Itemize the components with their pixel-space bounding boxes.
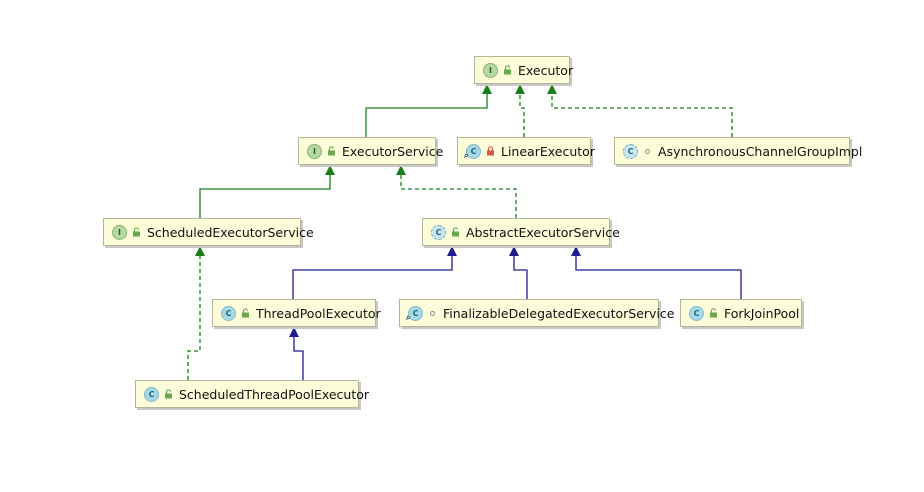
package-dot-icon bbox=[645, 149, 650, 154]
node-linear-executor[interactable]: C⌕ LinearExecutor bbox=[457, 137, 595, 165]
node-label: ThreadPoolExecutor bbox=[256, 305, 381, 321]
node-label: Executor bbox=[518, 62, 574, 78]
node-executor-service[interactable]: I ExecutorService bbox=[298, 137, 443, 165]
kind-badge: C bbox=[221, 305, 236, 321]
kind-badge: I bbox=[307, 143, 322, 159]
edge-scheduled_service-to-executor_service bbox=[199, 165, 331, 218]
public-icon bbox=[328, 146, 335, 156]
node-label: AsynchronousChannelGroupImpl bbox=[658, 143, 863, 159]
node-label: ScheduledExecutorService bbox=[147, 224, 314, 240]
public-icon bbox=[504, 65, 511, 75]
public-icon bbox=[710, 308, 717, 318]
arrowhead-finalizable-to-abstract_service bbox=[509, 246, 519, 256]
node-label: ForkJoinPool bbox=[724, 305, 800, 321]
node-label: LinearExecutor bbox=[501, 143, 595, 159]
edge-linear_executor-to-executor bbox=[519, 84, 525, 137]
arrowhead-linear_executor-to-executor bbox=[515, 84, 525, 94]
node-finalizable-delegated-executor-service[interactable]: C⌕ FinalizableDelegatedExecutorService bbox=[399, 299, 674, 327]
kind-badge: C⌕ bbox=[464, 143, 481, 160]
node-executor[interactable]: I Executor bbox=[474, 56, 574, 84]
kind-badge: C bbox=[623, 143, 638, 159]
node-label: ExecutorService bbox=[342, 143, 444, 159]
kind-badge: C⌕ bbox=[406, 305, 423, 322]
node-label: AbstractExecutorService bbox=[466, 224, 620, 240]
arrowhead-scheduled_pool-to-thread_pool bbox=[289, 327, 299, 337]
edge-fork_join-to-abstract_service bbox=[575, 246, 742, 299]
edge-thread_pool-to-abstract_service bbox=[292, 246, 453, 299]
arrowhead-thread_pool-to-abstract_service bbox=[447, 246, 457, 256]
node-thread-pool-executor[interactable]: C ThreadPoolExecutor bbox=[212, 299, 381, 327]
node-scheduled-thread-pool-executor[interactable]: C ScheduledThreadPoolExecutor bbox=[135, 380, 369, 408]
kind-badge: C bbox=[689, 305, 704, 321]
search-mark-icon: ⌕ bbox=[406, 312, 411, 322]
arrowhead-abstract_service-to-executor_service bbox=[396, 165, 406, 175]
kind-badge: C bbox=[144, 386, 159, 402]
arrowhead-scheduled_pool-to-scheduled_service bbox=[195, 246, 205, 256]
node-abstract-executor-service[interactable]: C AbstractExecutorService bbox=[422, 218, 620, 246]
node-scheduled-executor-service[interactable]: I ScheduledExecutorService bbox=[103, 218, 314, 246]
public-icon bbox=[165, 389, 172, 399]
search-mark-icon: ⌕ bbox=[464, 150, 469, 160]
kind-badge: I bbox=[112, 224, 127, 240]
node-label: ScheduledThreadPoolExecutor bbox=[179, 386, 370, 402]
edge-finalizable-to-abstract_service bbox=[513, 246, 528, 299]
node-label: FinalizableDelegatedExecutorService bbox=[443, 305, 675, 321]
kind-badge: I bbox=[483, 62, 498, 78]
package-dot-icon bbox=[430, 311, 435, 316]
edge-scheduled_pool-to-scheduled_service bbox=[187, 246, 201, 380]
node-fork-join-pool[interactable]: C ForkJoinPool bbox=[680, 299, 802, 327]
kind-badge: C bbox=[431, 224, 446, 240]
edge-abstract_service-to-executor_service bbox=[400, 165, 517, 218]
public-icon bbox=[242, 308, 249, 318]
arrowhead-fork_join-to-abstract_service bbox=[571, 246, 581, 256]
public-icon bbox=[452, 227, 459, 237]
arrowhead-scheduled_service-to-executor_service bbox=[325, 165, 335, 175]
edge-async_group-to-executor bbox=[551, 84, 733, 137]
edge-scheduled_pool-to-thread_pool bbox=[293, 327, 304, 380]
arrowhead-async_group-to-executor bbox=[547, 84, 557, 94]
arrowhead-executor_service-to-executor bbox=[482, 84, 492, 94]
node-asynchronous-channel-group-impl[interactable]: C AsynchronousChannelGroupImpl bbox=[614, 137, 862, 165]
private-lock-icon bbox=[487, 146, 494, 156]
edge-executor_service-to-executor bbox=[365, 84, 488, 137]
public-icon bbox=[133, 227, 140, 237]
